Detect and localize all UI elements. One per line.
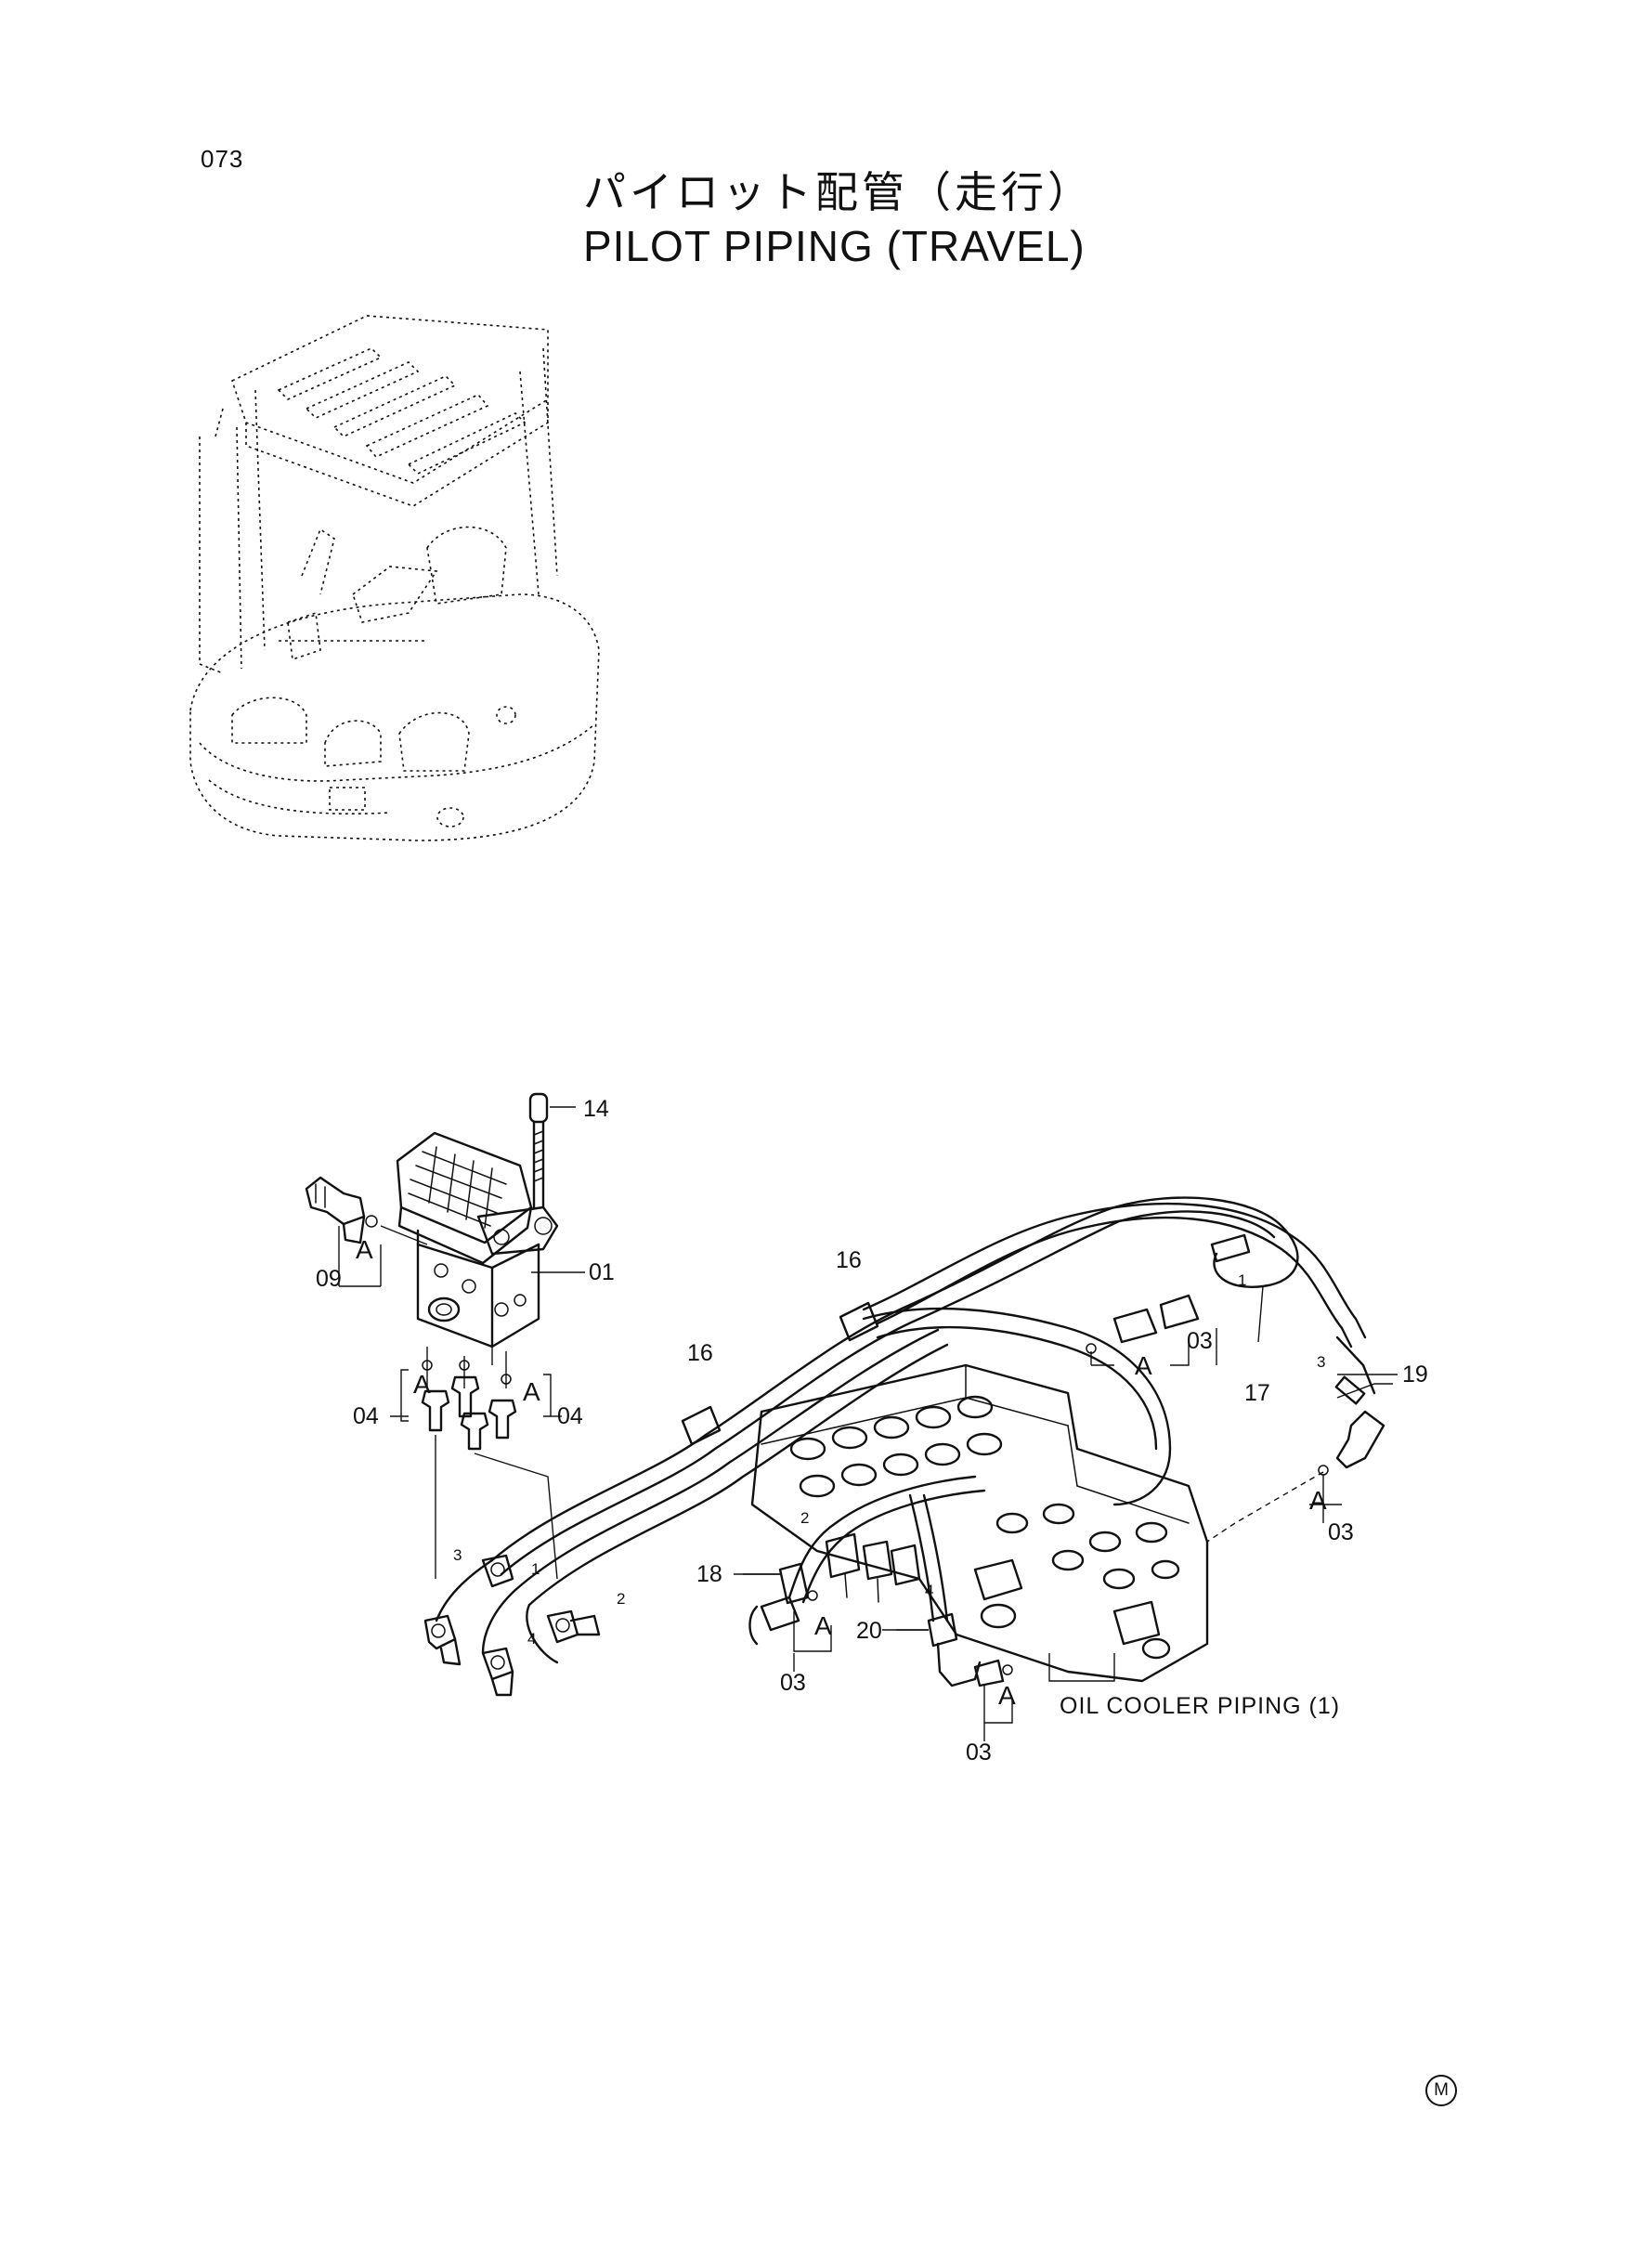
callout-18: 18 (696, 1561, 722, 1587)
detail-mark-a: A (1135, 1351, 1152, 1380)
oil-cooler-note: OIL COOLER PIPING (1) (1060, 1693, 1341, 1719)
callout-01: 01 (589, 1259, 615, 1285)
excavator-overview (189, 315, 600, 841)
hose-end-elbows (423, 1554, 601, 1697)
manufacturer-mark: M (1425, 2075, 1457, 2106)
elbow-fitting-09 (305, 1176, 428, 1287)
hose-clamps-16 (681, 1301, 879, 1446)
hose-number: 2 (800, 1509, 809, 1527)
title-japanese: パイロット配管（走行） (583, 167, 1094, 217)
callout-16-right: 16 (836, 1247, 862, 1273)
callout-03-right: 03 (1328, 1519, 1354, 1545)
callout-17: 17 (1244, 1380, 1270, 1406)
hose-number: 3 (453, 1546, 462, 1564)
page-number: 073 (201, 145, 244, 173)
callout-19: 19 (1402, 1362, 1428, 1388)
callout-20: 20 (856, 1618, 882, 1644)
hose-number: 4 (925, 1582, 933, 1599)
pilot-valve (396, 1092, 559, 1365)
callout-14: 14 (583, 1096, 609, 1122)
callout-03-mid: 03 (780, 1670, 806, 1696)
detail-mark-a: A (814, 1611, 832, 1640)
detail-mark-a: A (356, 1235, 373, 1264)
hose-number: 3 (1317, 1353, 1325, 1371)
callout-09: 09 (316, 1266, 342, 1292)
title-english: PILOT PIPING (TRAVEL) (583, 222, 1086, 270)
callout-04-right: 04 (557, 1403, 583, 1429)
callout-16-left: 16 (687, 1340, 713, 1366)
hose-bundle (435, 1196, 1376, 1664)
hose-number: 4 (527, 1630, 536, 1648)
callout-03-bottom: 03 (966, 1739, 992, 1765)
callout-04-left: 04 (353, 1403, 379, 1429)
detail-mark-a: A (1309, 1486, 1327, 1515)
page-title: パイロット配管（走行） PILOT PIPING (TRAVEL) (583, 165, 1094, 273)
control-valve (750, 1233, 1393, 1683)
hose-number: 2 (617, 1590, 625, 1608)
adapters-04 (400, 1347, 552, 1451)
hose-number: 1 (531, 1560, 540, 1578)
detail-mark-a: A (413, 1370, 431, 1399)
hose-number: 1 (1238, 1271, 1246, 1289)
detail-mark-a: A (523, 1377, 540, 1406)
detail-mark-a: A (998, 1681, 1016, 1710)
callout-03-top: 03 (1187, 1328, 1213, 1354)
